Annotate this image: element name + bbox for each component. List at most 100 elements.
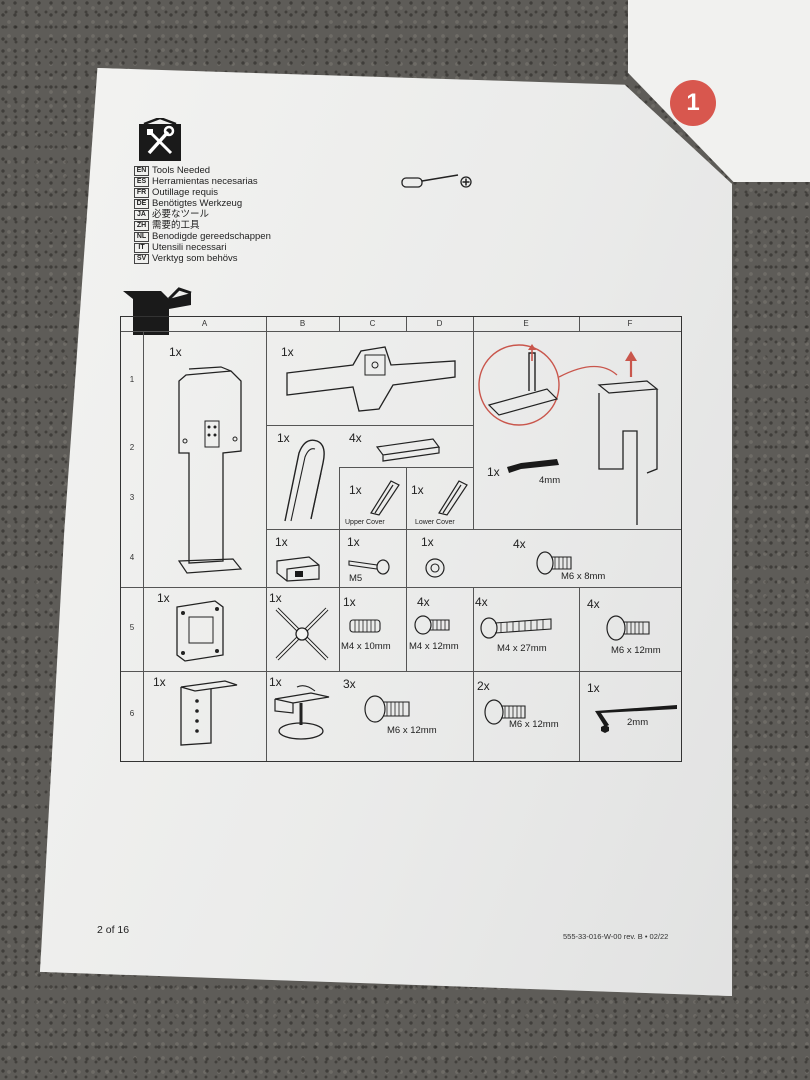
qty-b6: 1x	[269, 675, 282, 689]
nut-illustration	[425, 558, 445, 578]
qty-c6: 3x	[343, 677, 356, 691]
qty-a5: 1x	[157, 591, 170, 605]
m5-screw-illustration	[348, 559, 390, 575]
cross-bracket-illustration	[275, 607, 329, 661]
row-head-5: 5	[129, 623, 135, 632]
end-cap-illustration	[276, 556, 320, 582]
assembly-detail-illustration	[478, 344, 659, 525]
col-head-c: C	[369, 319, 376, 328]
language-code: ES	[134, 176, 149, 187]
hex-key-2mm-illustration	[595, 705, 677, 733]
col-head-d: D	[436, 319, 443, 328]
language-code: NL	[134, 231, 149, 242]
m4x27-screw-illustration	[480, 617, 552, 639]
m4x10-screw-illustration	[349, 619, 381, 633]
qty-a6: 1x	[153, 675, 166, 689]
upper-cover-illustration	[370, 480, 400, 516]
qty-c2: 4x	[349, 431, 362, 445]
row-head-6: 6	[129, 709, 135, 718]
col-head-a: A	[201, 319, 208, 328]
qty-a1: 1x	[169, 345, 182, 359]
pole-mount-illustration	[177, 366, 243, 574]
label-f6-hex-key: 2mm	[627, 717, 649, 728]
language-code: DE	[134, 198, 149, 209]
qty-c3: 1x	[349, 483, 362, 497]
label-d5-screw: M4 x 12mm	[409, 641, 459, 652]
language-code: IT	[134, 242, 149, 253]
tools-needed-text: Tools Needed	[152, 165, 211, 176]
box-contents-icon	[123, 287, 192, 335]
language-code: JA	[134, 209, 149, 220]
label-c5-screw: M4 x 10mm	[341, 641, 391, 652]
tools-needed-text: Benötigtes Werkzeug	[152, 198, 243, 209]
language-code: EN	[134, 165, 149, 176]
qty-e5: 4x	[475, 595, 488, 609]
label-e4-screw: M6 x 8mm	[561, 571, 606, 582]
label-e6-screw: M6 x 12mm	[509, 719, 559, 730]
step-number-badge: 1	[670, 80, 716, 126]
label-c4-screw: M5	[349, 573, 363, 584]
tools-needed-text: Benodigde gereedschappen	[152, 231, 271, 242]
lower-cover-illustration	[438, 480, 468, 516]
qty-f5: 4x	[587, 597, 600, 611]
qty-b5: 1x	[269, 591, 282, 605]
m6x12-bolt-illustration	[364, 695, 410, 723]
m6x12-screw-e6-illustration	[484, 699, 526, 725]
language-code: ZH	[134, 220, 149, 231]
label-lower-cover: Lower Cover	[415, 519, 455, 526]
tools-needed-text: Herramientas necesarias	[152, 176, 258, 187]
qty-b1: 1x	[281, 345, 294, 359]
qty-c4: 1x	[347, 535, 360, 549]
tools-needed-text: 必要なツール	[152, 209, 210, 220]
label-c6-screw: M6 x 12mm	[387, 725, 437, 736]
document-code: 555-33-016-W-00 rev. B • 02/22	[563, 932, 669, 941]
label-e5-screw: M4 x 27mm	[497, 643, 547, 654]
wall-bracket-illustration	[180, 680, 238, 746]
language-code: SV	[134, 253, 149, 264]
tools-needed-text: Verktyg som behövs	[152, 253, 238, 264]
m6x12-screw-illustration	[606, 615, 650, 641]
qty-b2: 1x	[277, 431, 290, 445]
label-upper-cover: Upper Cover	[345, 519, 385, 526]
qty-d5: 4x	[417, 595, 430, 609]
col-head-e: E	[523, 319, 529, 328]
phillips-screwdriver-icon	[401, 174, 472, 188]
row-head-4: 4	[129, 553, 135, 562]
m6x8-screw-illustration	[536, 551, 572, 575]
col-head-f: F	[627, 319, 633, 328]
language-code: FR	[134, 187, 149, 198]
parts-grid: A B C D E F 1 2 3 4 5 6 1x 1x 1x 4x 1x	[120, 316, 682, 762]
desk-clamp-illustration	[274, 685, 330, 740]
tools-needed-icon	[139, 118, 181, 161]
page-number: 2 of 16	[97, 924, 130, 936]
qty-e4: 4x	[513, 537, 526, 551]
qty-d4: 1x	[421, 535, 434, 549]
qty-b4: 1x	[275, 535, 288, 549]
tools-needed-text: Utensili necessari	[152, 242, 227, 253]
qty-c5: 1x	[343, 595, 356, 609]
qty-d3: 1x	[411, 483, 424, 497]
row-head-1: 1	[129, 375, 135, 384]
row-head-3: 3	[129, 493, 135, 502]
tools-needed-text: 需要的工具	[152, 220, 200, 231]
channel-piece-illustration	[375, 438, 441, 462]
crossbar-illustration	[286, 346, 456, 412]
tools-needed-text: Outillage requis	[152, 187, 219, 198]
row-head-2: 2	[129, 443, 135, 452]
label-f5-screw: M6 x 12mm	[611, 645, 661, 656]
vesa-plate-illustration	[176, 600, 224, 662]
m4x12-screw-illustration	[414, 615, 450, 635]
qty-f6: 1x	[587, 681, 600, 695]
qty-e3: 1x	[487, 465, 500, 479]
label-e3-hex-key: 4mm	[539, 475, 561, 486]
